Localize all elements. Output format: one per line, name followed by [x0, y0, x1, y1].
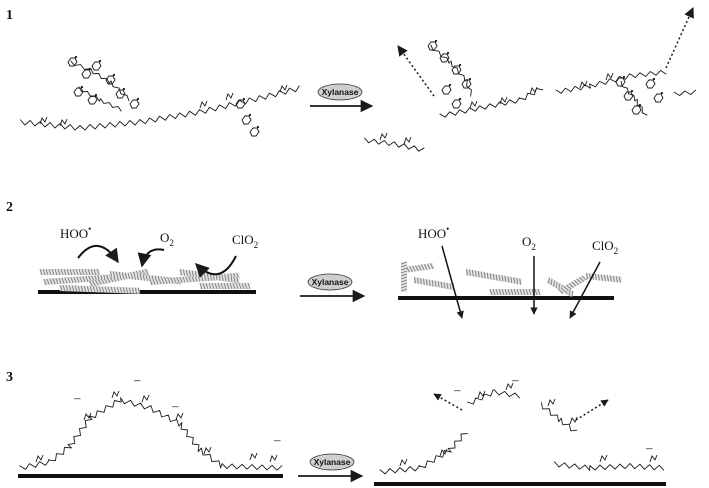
charge-6: – [511, 372, 519, 387]
reagent-hoo-left: HOO• [60, 224, 91, 241]
charge-4: – [273, 432, 281, 447]
panel-3: – – – – Xylanase – – – [18, 372, 666, 486]
release-arrow-right [665, 7, 694, 69]
xylanase-arrow: Xylanase [298, 453, 364, 483]
penetrate-arrow-hoo [441, 245, 464, 319]
xylanase-badge [309, 453, 355, 471]
charge-7: – [645, 440, 653, 455]
reagent-clo2-right: ClO2 [592, 238, 618, 256]
charged-xylan-fragments [379, 382, 665, 475]
deflect-arrow-clo2 [195, 255, 237, 278]
deflect-arrow-o2 [137, 248, 165, 268]
charge-5: – [453, 382, 461, 397]
xylanase-badge [307, 273, 353, 291]
panel-2-number: 2 [6, 200, 13, 215]
panel-1: Xylanase [19, 7, 697, 152]
xylan-fragments [363, 39, 697, 152]
xylanase-label: Xylanase [314, 457, 351, 467]
xylan-layer-right [400, 261, 623, 298]
penetrate-arrow-clo2 [569, 261, 601, 319]
charge-1: – [73, 390, 81, 405]
panel-1-number: 1 [6, 8, 13, 23]
xylanase-label: Xylanase [312, 277, 349, 287]
xylanase-arrow: Xylanase [300, 273, 366, 303]
reagent-o2-right: O2 [522, 234, 536, 252]
panel-2: HOO• O2 ClO2 Xylanase HOO• [38, 224, 623, 319]
reagent-clo2-left: ClO2 [232, 232, 258, 250]
charge-2: – [133, 372, 141, 387]
charged-xylan-loop [19, 390, 283, 471]
release-arrow-left [433, 393, 463, 411]
reagent-o2-left: O2 [160, 230, 174, 248]
release-arrow-right [575, 399, 609, 421]
reagent-hoo-right: HOO• [418, 224, 449, 241]
xylanase-arrow: Xylanase [310, 83, 374, 113]
panel-3-number: 3 [6, 370, 13, 385]
xylanase-label: Xylanase [322, 87, 359, 97]
release-arrow-left [397, 45, 435, 97]
xylanase-badge [317, 83, 363, 101]
xylan-chain-intact [19, 55, 300, 137]
charge-3: – [171, 398, 179, 413]
deflect-arrow-hoo [77, 245, 119, 264]
